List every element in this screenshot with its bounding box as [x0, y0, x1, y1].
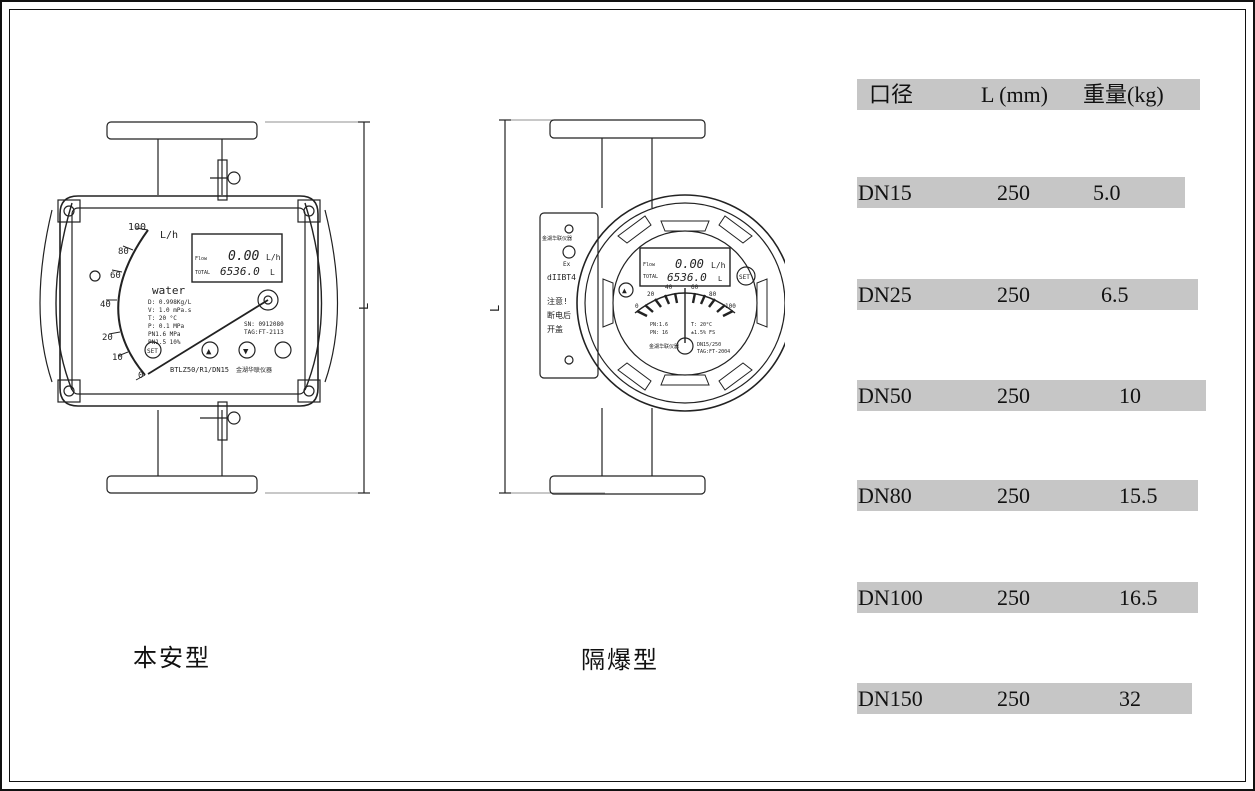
medium-label: water	[152, 284, 185, 297]
cell-dn: DN150	[858, 686, 923, 711]
spec-line-2: V: 1.0 mPa.s	[148, 307, 192, 314]
dial-label-100: 100	[128, 222, 146, 233]
cell-length: 250	[997, 483, 1030, 508]
dial-text-tag: TAG:FT-2004	[697, 349, 730, 355]
spec-line-6: PN1.5 10%	[148, 339, 181, 346]
cell-length: 250	[997, 180, 1030, 205]
dial-label-10: 10	[112, 353, 123, 363]
cell-weight: 6.5	[1101, 282, 1129, 307]
cell-dn: DN15	[858, 180, 912, 205]
dial-text-model: DN15/250	[697, 342, 721, 348]
lcd-total-unit: L	[718, 275, 722, 283]
plate-warning-2: 断电后	[547, 310, 571, 320]
header-weight: 重量(kg)	[1083, 82, 1164, 107]
explosion-proof-flowmeter-text: 金湖华联仪器 Ex dIIBT4 注意! 断电后 开盖 Flow TOTAL 0…	[488, 235, 750, 355]
dial-label-40: 40	[665, 284, 673, 291]
lcd-total-value: 6536.0	[220, 265, 260, 278]
dial-label-20: 20	[102, 333, 113, 343]
lcd-flow-unit: L/h	[266, 253, 281, 262]
button-set-label: SET	[147, 348, 158, 355]
plate-maker: 金湖华联仪器	[542, 235, 572, 242]
plate-ex-grade: dIIBT4	[547, 273, 576, 282]
lcd-flow-unit: L/h	[711, 261, 726, 270]
dial-label-0: 0	[138, 371, 143, 381]
cell-weight: 5.0	[1093, 180, 1121, 205]
dial-label-60: 60	[110, 271, 121, 281]
header-diameter: 口径	[869, 82, 914, 107]
table-row: DN15 250 5.0	[857, 177, 1185, 208]
cell-weight: 16.5	[1119, 585, 1158, 610]
dial-unit: L/h	[160, 230, 178, 241]
dimension-label-l: L	[488, 305, 502, 312]
dial-label-20: 20	[647, 291, 655, 298]
table-row: DN50 250 10	[857, 380, 1206, 411]
explosion-proof-flowmeter-drawing	[499, 119, 785, 495]
button-set-label: SET	[739, 274, 750, 281]
cell-length: 250	[997, 282, 1030, 307]
dial-text-maker: 金湖华联仪器	[649, 343, 679, 350]
table-header: 口径 L (mm) 重量(kg)	[857, 79, 1200, 110]
dial-label-100: 100	[725, 303, 736, 310]
button-down-label: ▼	[243, 347, 249, 357]
lcd-small-flow: Flow	[195, 256, 208, 262]
caption-intrinsic-safety: 本安型	[133, 646, 211, 672]
cell-dn: DN80	[858, 483, 912, 508]
cell-weight: 10	[1119, 383, 1141, 408]
cell-dn: DN50	[858, 383, 912, 408]
model-number: BTLZ50/R1/DN15	[170, 366, 229, 374]
cell-dn: DN100	[858, 585, 923, 610]
maker-name: 金湖华联仪器	[236, 366, 272, 374]
dial-label-60: 60	[691, 284, 699, 291]
serial-number: SN: 0912080	[244, 321, 284, 328]
dial-text-pn2: PN: 16	[650, 330, 668, 336]
dimension-label-l: L	[357, 303, 371, 310]
cell-length: 250	[997, 383, 1030, 408]
lcd-total-unit: L	[270, 268, 275, 277]
dial-text-temp: T: 20°C	[691, 322, 712, 328]
inner-frame	[9, 9, 1246, 782]
lcd-small-total: TOTAL	[643, 274, 658, 280]
dial-label-0: 0	[635, 303, 639, 310]
lcd-small-flow: Flow	[643, 262, 656, 268]
table-row: DN100 250 16.5	[857, 582, 1198, 613]
plate-ex-mark: Ex	[563, 261, 571, 268]
dial-text-pn: PN:1.6	[650, 322, 668, 328]
cell-length: 250	[997, 585, 1030, 610]
lcd-small-total: TOTAL	[195, 270, 210, 276]
button-up-label: ▲	[622, 286, 627, 295]
lcd-flow-value: 0.00	[228, 249, 259, 264]
caption-explosion-proof: 隔爆型	[581, 648, 659, 674]
header-length: L (mm)	[981, 82, 1048, 107]
dial-label-80: 80	[709, 291, 717, 298]
cell-length: 250	[997, 686, 1030, 711]
spec-line-5: PN1.6 MPa	[148, 331, 181, 338]
plate-warning: 注意!	[547, 296, 568, 306]
cell-weight: 15.5	[1119, 483, 1158, 508]
spec-line-4: P: 0.1 MPa	[148, 323, 185, 330]
table-row: DN25 250 6.5	[857, 279, 1198, 310]
spec-line-3: T: 20 °C	[148, 315, 177, 322]
lcd-total-value: 6536.0	[667, 271, 707, 284]
intrinsic-flowmeter-text: 100 L/h 80 60 40 20 10 0 Flow TOTAL 0.00…	[100, 222, 371, 381]
button-up-label: ▲	[206, 347, 212, 357]
lcd-flow-value: 0.00	[675, 257, 704, 271]
plate-warning-3: 开盖	[547, 324, 563, 334]
cell-dn: DN25	[858, 282, 912, 307]
cell-weight: 32	[1119, 686, 1141, 711]
tag-number: TAG:FT-2113	[244, 329, 284, 336]
intrinsic-flowmeter-drawing	[39, 121, 370, 494]
table-row: DN80 250 15.5	[857, 480, 1198, 511]
spec-line-1: D: 0.998Kg/L	[148, 299, 192, 306]
dial-text-accuracy: ±1.5% FS	[691, 330, 715, 336]
table-row: DN150 250 32	[857, 683, 1192, 714]
dial-label-40: 40	[100, 300, 111, 310]
dial-label-80: 80	[118, 247, 129, 257]
